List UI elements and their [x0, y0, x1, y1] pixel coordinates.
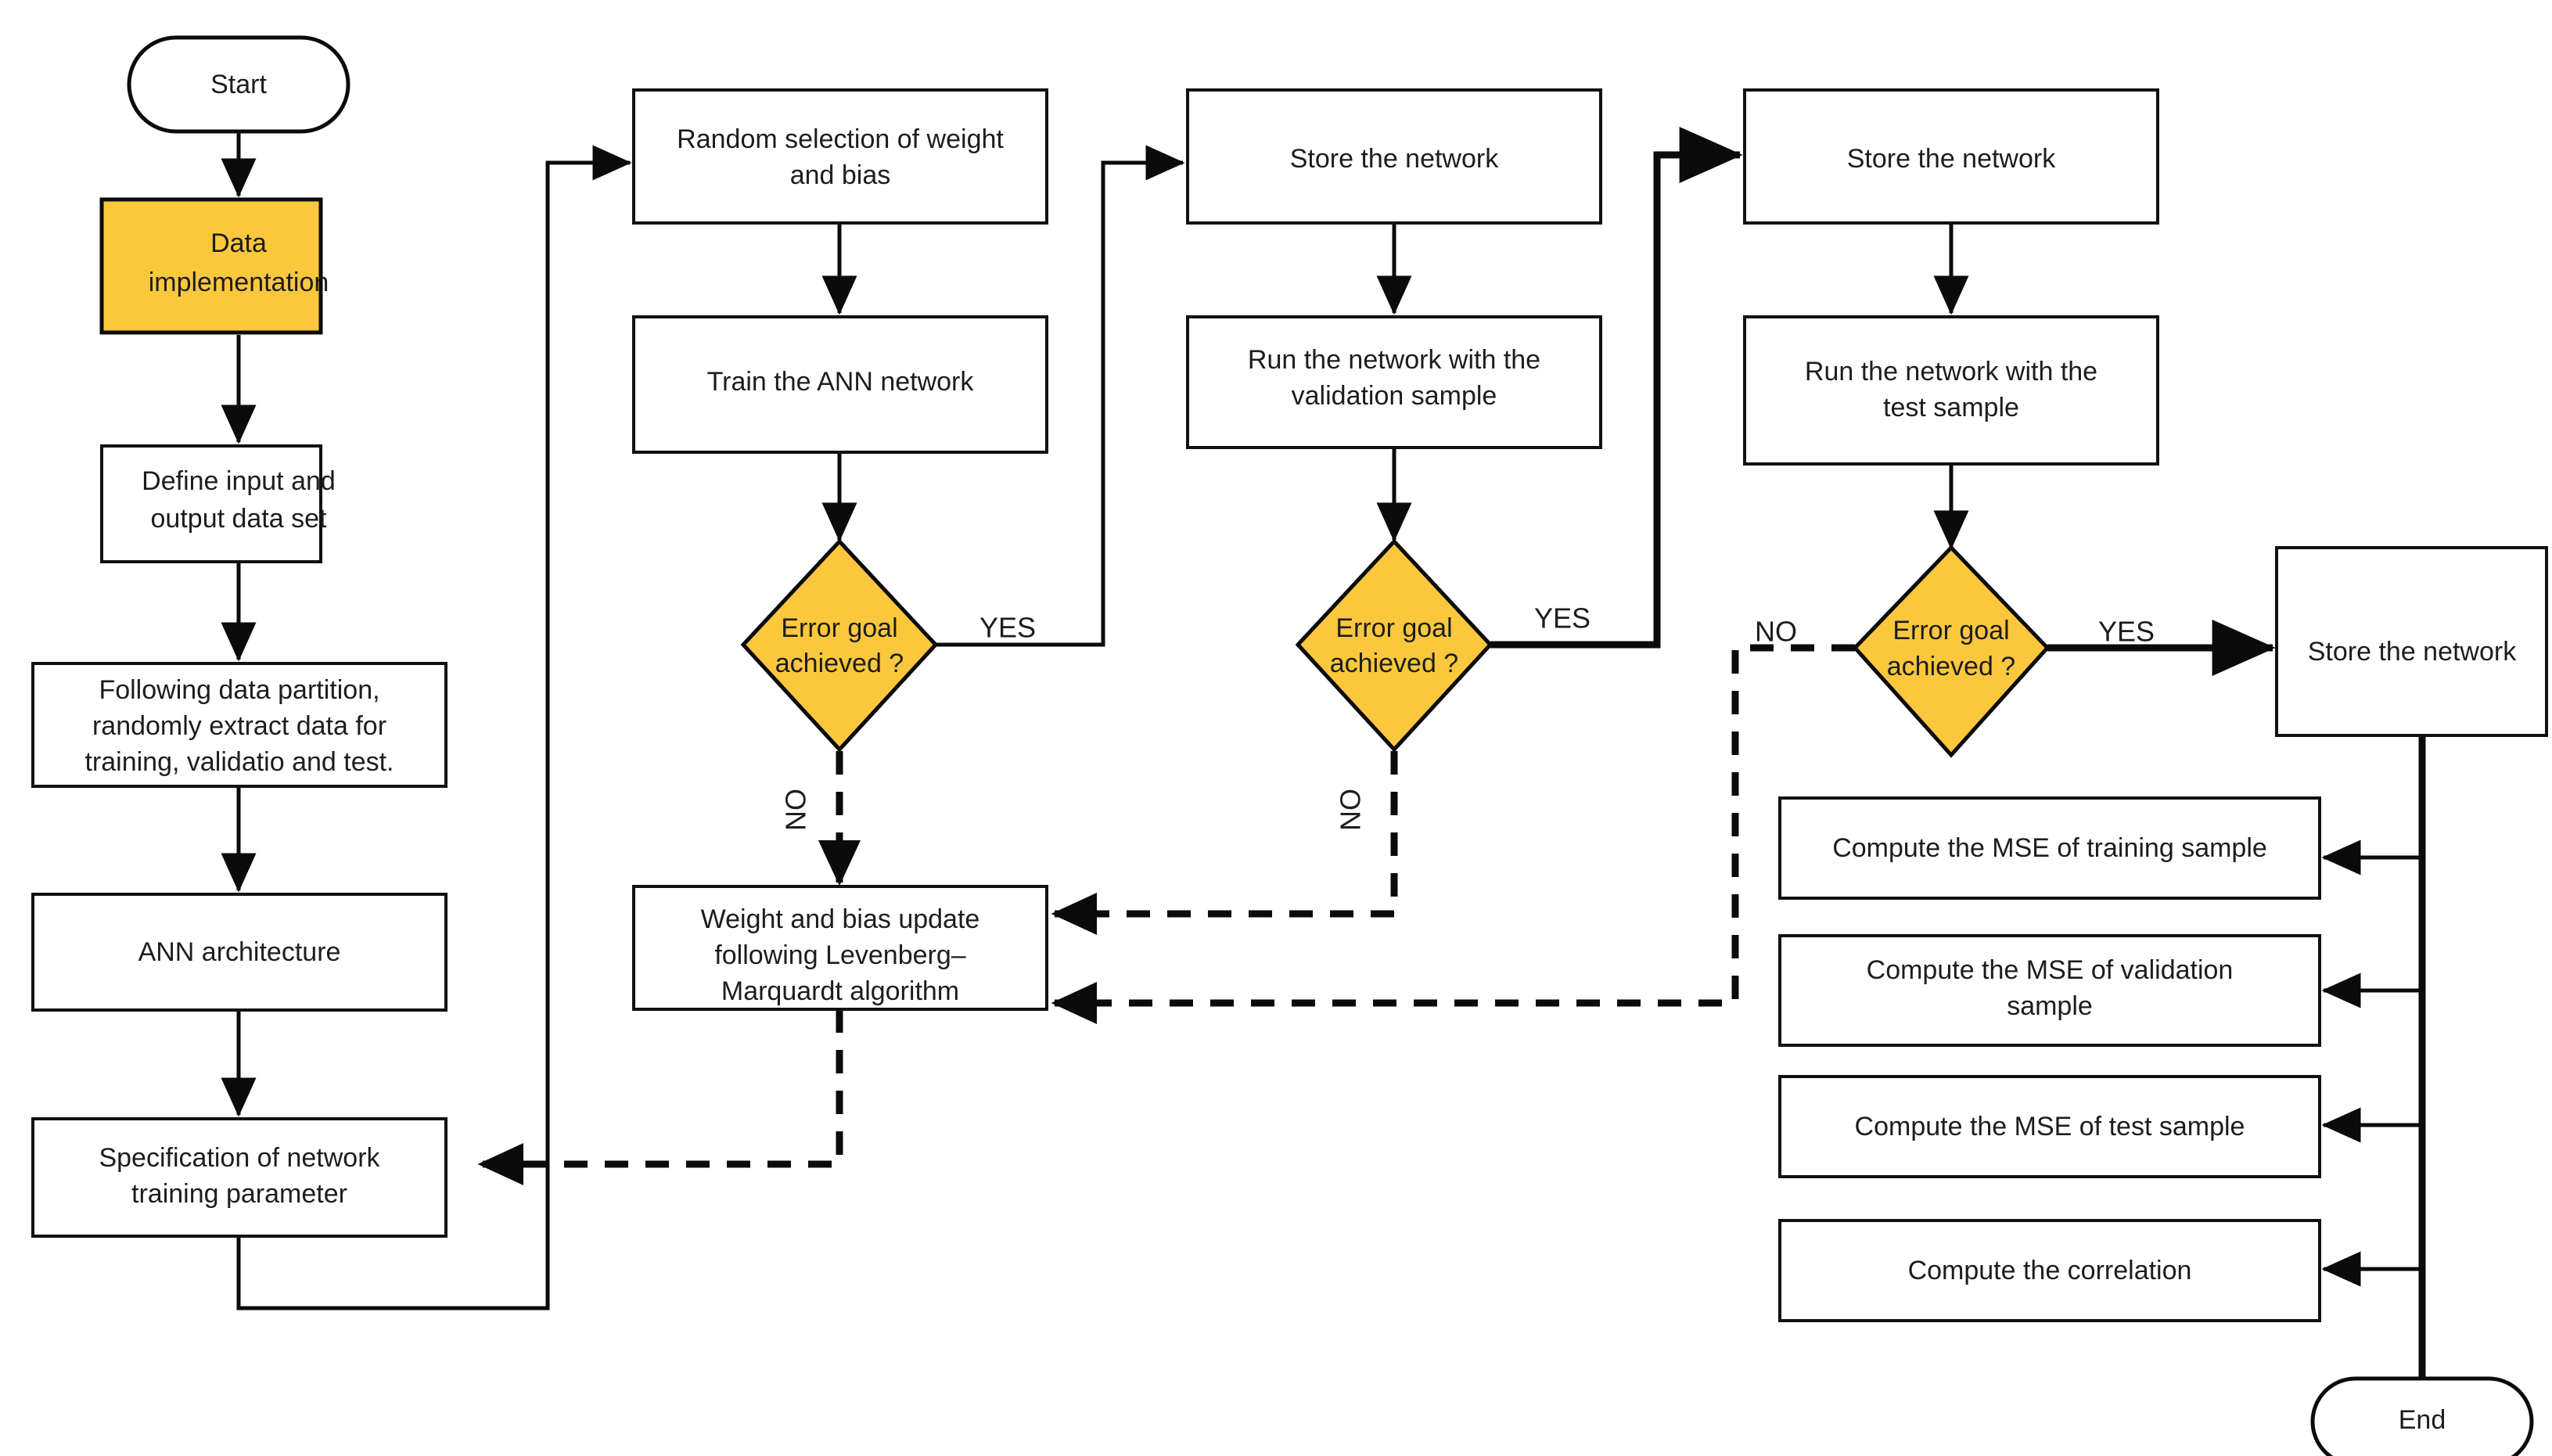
- node-decision-validation[interactable]: Error goal achieved ?: [1295, 538, 1493, 753]
- node-mse-validation-line1: Compute the MSE of validation: [1867, 955, 2234, 985]
- node-weight-update-line2: following Levenberg–: [714, 940, 965, 970]
- node-mse-test-label: Compute the MSE of test sample: [1855, 1112, 2245, 1141]
- node-mse-test[interactable]: Compute the MSE of test sample: [1778, 1075, 2321, 1178]
- node-store-network-test-label: Store the network: [1847, 144, 2056, 174]
- node-spec-training[interactable]: Specification of network training parame…: [31, 1117, 447, 1238]
- node-decision-train-line1: Error goal: [781, 613, 897, 643]
- node-run-validation-line1: Run the network with the: [1248, 345, 1540, 375]
- edge-decision1-yes-to-store-validation: [936, 145, 1185, 647]
- node-data-implementation[interactable]: Data implementation: [99, 197, 329, 335]
- node-decision-test-line1: Error goal: [1892, 616, 2009, 645]
- node-spec-training-line2: training parameter: [131, 1179, 347, 1209]
- node-run-validation[interactable]: Run the network with the validation samp…: [1186, 315, 1602, 449]
- node-decision-validation-line2: achieved ?: [1330, 649, 1458, 678]
- node-decision-test[interactable]: Error goal achieved ?: [1852, 545, 2051, 758]
- edge-decision3-no-to-weight-update: [1051, 644, 1855, 1024]
- edge-weight-update-to-spec: [477, 1009, 843, 1185]
- node-partition-line1: Following data partition,: [99, 675, 379, 705]
- node-define-io-line2: output data set: [151, 504, 328, 534]
- node-run-validation-line2: validation sample: [1292, 381, 1497, 411]
- node-decision-test-line2: achieved ?: [1887, 652, 2015, 681]
- node-ann-architecture[interactable]: ANN architecture: [31, 893, 447, 1012]
- node-mse-validation[interactable]: Compute the MSE of validation sample: [1778, 934, 2321, 1047]
- edge-decision2-yes-to-store-test: [1490, 127, 1743, 649]
- node-run-test-line1: Run the network with the: [1805, 357, 2097, 386]
- node-store-network-validation[interactable]: Store the network: [1186, 88, 1602, 225]
- node-weight-update-line1: Weight and bias update: [701, 904, 980, 934]
- edge-spec-to-random-selection: [236, 145, 632, 1310]
- node-partition-line3: training, validatio and test.: [84, 747, 394, 777]
- node-define-io-line1: Define input and: [142, 466, 336, 496]
- node-decision-validation-line1: Error goal: [1335, 613, 1452, 643]
- edge-decision2-no-to-weight-update: [1051, 751, 1398, 935]
- node-decision-train-line2: achieved ?: [775, 649, 904, 678]
- node-store-network-test[interactable]: Store the network: [1743, 88, 2159, 225]
- node-define-io[interactable]: Define input and output data set: [100, 444, 336, 563]
- edge-label-no-validation: NO: [1335, 789, 1367, 831]
- node-mse-training-label: Compute the MSE of training sample: [1832, 833, 2267, 863]
- node-start-label: Start: [210, 70, 267, 99]
- node-train-ann-label: Train the ANN network: [707, 367, 975, 397]
- node-mse-validation-line2: sample: [2007, 991, 2093, 1021]
- node-run-test-line2: test sample: [1883, 393, 2019, 422]
- node-weight-update[interactable]: Weight and bias update following Levenbe…: [632, 885, 1048, 1011]
- node-spec-training-line1: Specification of network: [99, 1143, 380, 1173]
- node-weight-update-line3: Marquardt algorithm: [721, 976, 959, 1006]
- edge-label-yes-validation: YES: [1534, 602, 1591, 635]
- node-mse-training[interactable]: Compute the MSE of training sample: [1778, 796, 2321, 900]
- node-store-network-final-label: Store the network: [2308, 637, 2517, 667]
- node-data-implementation-line1: Data: [210, 228, 267, 258]
- node-train-ann[interactable]: Train the ANN network: [632, 315, 1048, 454]
- edge-label-yes-test: YES: [2098, 616, 2155, 648]
- node-ann-architecture-label: ANN architecture: [138, 937, 341, 967]
- node-run-test[interactable]: Run the network with the test sample: [1743, 315, 2159, 466]
- node-store-network-validation-label: Store the network: [1290, 144, 1499, 174]
- node-random-weight[interactable]: Random selection of weight and bias: [632, 88, 1048, 225]
- node-random-weight-line1: Random selection of weight: [677, 124, 1004, 154]
- edge-label-no-train: NO: [780, 789, 812, 831]
- node-partition[interactable]: Following data partition, randomly extra…: [31, 662, 447, 788]
- node-end[interactable]: End: [2310, 1376, 2534, 1456]
- node-end-label: End: [2399, 1405, 2446, 1435]
- node-correlation[interactable]: Compute the correlation: [1778, 1219, 2321, 1322]
- node-correlation-label: Compute the correlation: [1908, 1256, 2192, 1285]
- node-data-implementation-line2: implementation: [149, 268, 329, 297]
- node-start[interactable]: Start: [127, 35, 350, 134]
- node-store-network-final[interactable]: Store the network: [2275, 546, 2548, 737]
- node-partition-line2: randomly extract data for: [92, 711, 386, 741]
- edge-label-no-test: NO: [1755, 616, 1797, 648]
- node-random-weight-line2: and bias: [790, 160, 891, 190]
- edge-label-yes-train: YES: [979, 612, 1036, 644]
- node-decision-train[interactable]: Error goal achieved ?: [740, 538, 939, 753]
